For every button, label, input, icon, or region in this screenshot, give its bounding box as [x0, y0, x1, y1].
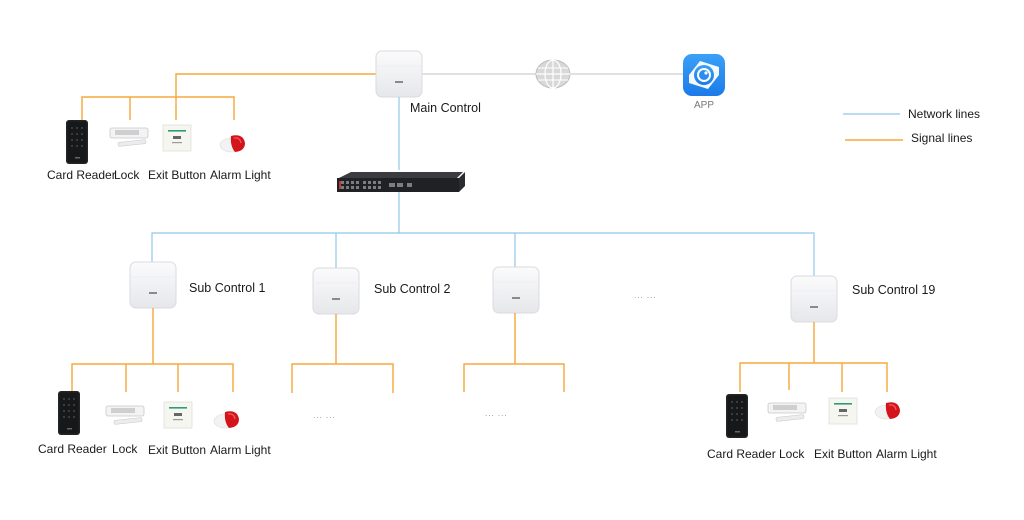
network-line-bus [151, 232, 815, 276]
lock-icon [767, 402, 807, 422]
globe-icon [535, 59, 571, 89]
sub19-device-label-alarm-light: Alarm Light [876, 447, 937, 461]
sub19-device-label-card-reader: Card Reader [707, 447, 776, 461]
card-reader-icon [66, 120, 88, 164]
legend-signal-label: Signal lines [911, 131, 972, 145]
alarm-light-icon [874, 401, 901, 420]
exit-button-icon [162, 124, 192, 152]
main-device-label-alarm-light: Alarm Light [210, 168, 271, 182]
signal-line-sub19-bus [739, 362, 888, 392]
signal-line-main-trunk [175, 73, 376, 97]
main-control-device[interactable] [375, 50, 423, 98]
sub1-device-label-alarm-light: Alarm Light [210, 443, 271, 457]
main-device-label-lock: Lock [114, 168, 140, 182]
alarm-light-icon [213, 410, 240, 429]
legend-network-label: Network lines [908, 107, 980, 121]
sub1-device-label-exit-button: Exit Button [148, 443, 206, 457]
sub19-device-label-lock: Lock [779, 447, 805, 461]
alarm-light-icon [219, 134, 246, 153]
signal-line-sub1-bus [71, 363, 234, 392]
signal-line-sub2-bus [291, 363, 394, 393]
main-control-label: Main Control [410, 101, 481, 115]
sub-control-2-label: Sub Control 2 [374, 282, 450, 296]
sub-control-1-label: Sub Control 1 [189, 281, 265, 295]
sub-control-19-label: Sub Control 19 [852, 283, 935, 297]
legend: Network lines Signal lines [843, 107, 980, 145]
main-device-label-exit-button: Exit Button [148, 168, 206, 182]
ellipsis-more-controllers: ... ... [634, 291, 657, 300]
card-reader-icon [726, 394, 748, 438]
sub1-device-label-lock: Lock [112, 442, 138, 456]
ellipsis-sub2-devices: ... ... [313, 411, 336, 420]
sub-control-19-device[interactable] [790, 275, 838, 323]
exit-button-icon [828, 397, 858, 425]
signal-line-sub3-bus [463, 363, 565, 392]
sub-control-3-device[interactable] [492, 266, 540, 314]
network-switch-icon[interactable] [337, 172, 465, 192]
main-device-label-card-reader: Card Reader [47, 168, 116, 182]
sub-control-1-device[interactable] [129, 261, 177, 309]
sub1-device-label-card-reader: Card Reader [38, 442, 107, 456]
card-reader-icon [58, 391, 80, 435]
sub19-device-label-exit-button: Exit Button [814, 447, 872, 461]
exit-button-icon [163, 401, 193, 429]
ellipsis-sub3-devices: ... ... [485, 409, 508, 418]
lock-icon [105, 405, 145, 425]
app-eye-icon[interactable] [683, 54, 725, 96]
sub-control-2-device[interactable] [312, 267, 360, 315]
signal-line-main-bus [81, 96, 235, 120]
app-label: APP [694, 100, 714, 111]
lock-icon [109, 127, 149, 147]
